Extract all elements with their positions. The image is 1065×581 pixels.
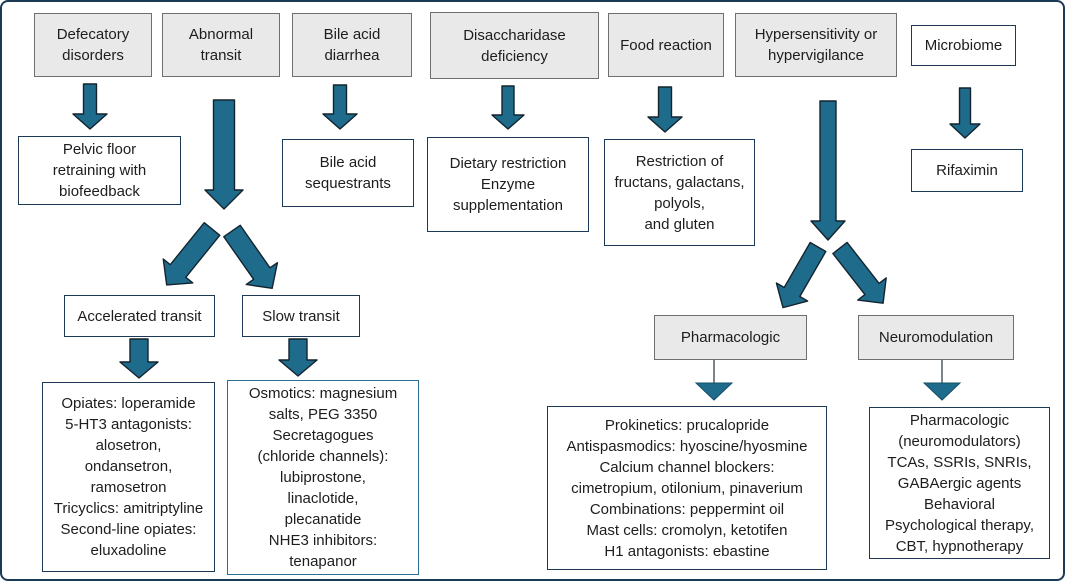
node-bile-acid-sequestrants: Bile acid sequestrants (282, 139, 414, 207)
arrow-slow-down-icon (278, 338, 318, 377)
arrow-microbiome-down-icon (949, 87, 981, 139)
arrow-defecatory-down-icon (72, 83, 108, 130)
node-microbiome: Microbiome (911, 25, 1016, 66)
arrow-to-accelerated-icon (162, 222, 221, 286)
node-rifaximin: Rifaximin (911, 149, 1023, 192)
arrow-to-neuromodulation-icon (832, 241, 887, 304)
node-slow-treatments: Osmotics: magnesium salts, PEG 3350 Secr… (227, 380, 419, 575)
node-dietary-restriction: Dietary restriction Enzyme supplementati… (427, 137, 589, 232)
node-neuromodulation: Neuromodulation (858, 315, 1014, 360)
node-disaccharidase-deficiency: Disaccharidase deficiency (430, 12, 599, 79)
arrow-pharmacologic-head-icon (694, 382, 734, 401)
node-food-reaction: Food reaction (608, 13, 724, 77)
node-pharmacologic: Pharmacologic (654, 315, 807, 360)
arrow-disaccharidase-down-icon (491, 85, 525, 130)
arrow-neuromodulation-head-icon (922, 382, 962, 401)
node-accelerated-transit: Accelerated transit (64, 295, 215, 337)
node-pharmacologic-treatments: Prokinetics: prucalopride Antispasmodics… (547, 406, 827, 570)
arrow-bile-acid-down-icon (322, 84, 358, 130)
node-hypersensitivity: Hypersensitivity or hypervigilance (735, 13, 897, 77)
node-slow-transit: Slow transit (242, 295, 360, 337)
node-bile-acid-diarrhea: Bile acid diarrhea (292, 13, 412, 77)
arrow-hypersensitivity-down-icon (810, 100, 846, 241)
arrow-accelerated-down-icon (119, 338, 159, 379)
node-pelvic-floor-retraining: Pelvic floor retraining with biofeedback (18, 136, 181, 205)
node-fodmap-restriction: Restriction of fructans, galactans, poly… (604, 139, 755, 246)
node-abnormal-transit: Abnormal transit (162, 13, 280, 77)
node-neuromodulation-treatments: Pharmacologic (neuromodulators) TCAs, SS… (869, 407, 1050, 559)
node-defecatory-disorders: Defecatory disorders (34, 13, 152, 77)
arrow-abnormal-transit-down-icon (204, 99, 244, 210)
arrow-to-pharmacologic-icon (775, 241, 827, 309)
node-accelerated-treatments: Opiates: loperamide 5-HT3 antagonists: a… (42, 382, 215, 572)
arrow-food-reaction-down-icon (647, 86, 683, 133)
arrow-to-slow-icon (223, 224, 279, 290)
